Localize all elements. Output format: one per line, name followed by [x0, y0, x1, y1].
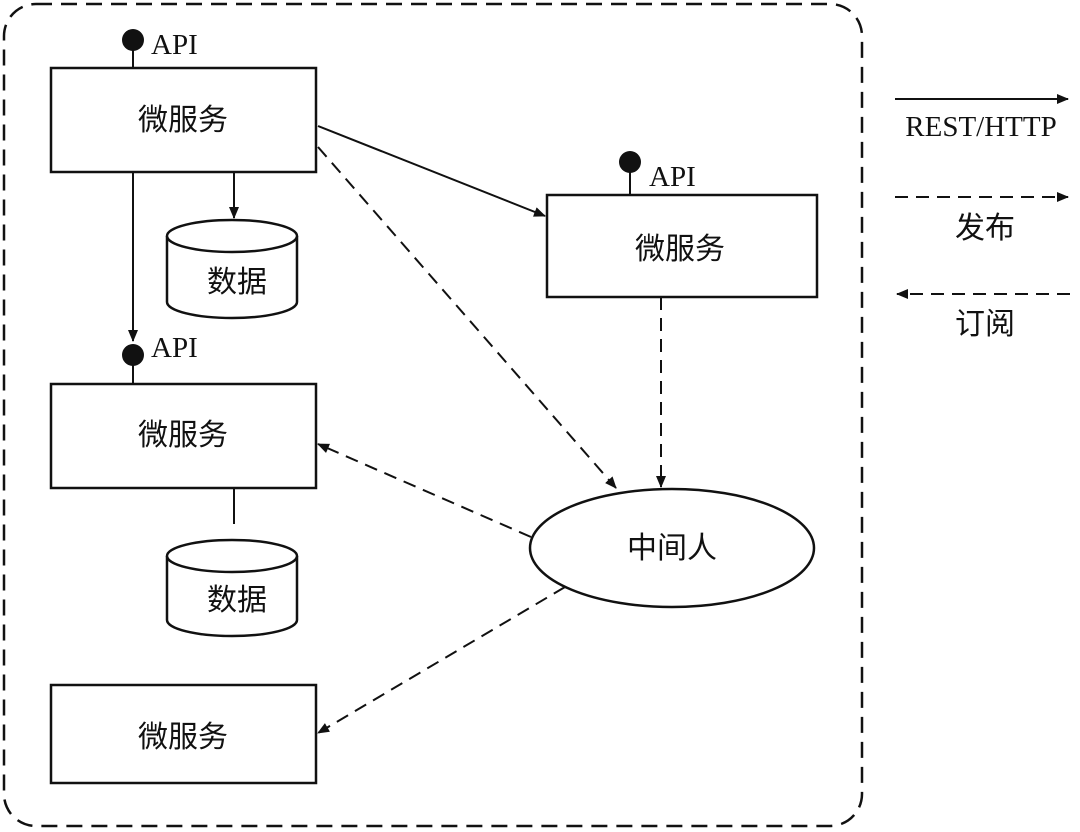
- microservice-4: 微服务: [49, 683, 318, 785]
- system-boundary: [2, 2, 864, 828]
- service-label: 微服务: [138, 720, 228, 755]
- database-label: 数据: [207, 265, 267, 300]
- microservice-1: API 微服务: [49, 29, 318, 174]
- database-label: 数据: [207, 583, 267, 618]
- database-1: 数据: [165, 218, 299, 320]
- legend-publish-label: 发布: [955, 211, 1015, 246]
- broker-ellipse: [528, 487, 816, 609]
- service-label: 微服务: [635, 232, 725, 267]
- service-box: [49, 382, 318, 490]
- service-box: [545, 193, 819, 299]
- database-cylinder-body: [165, 556, 299, 638]
- api-endpoint-icon: [619, 151, 641, 173]
- api-label: API: [151, 29, 198, 61]
- api-label: API: [649, 161, 696, 193]
- broker: 中间人: [528, 487, 816, 609]
- legend-rest-label: REST/HTTP: [905, 111, 1056, 143]
- database-cylinder-top: [165, 218, 299, 254]
- service-label: 微服务: [138, 418, 228, 453]
- microservice-2: API 微服务: [545, 151, 819, 299]
- subscribe-arrow-broker-to-service4: [317, 586, 566, 734]
- service-box: [49, 683, 318, 785]
- api-endpoint-icon: [122, 29, 144, 51]
- api-endpoint-icon: [122, 344, 144, 366]
- legend-subscribe-label: 订阅: [955, 307, 1015, 342]
- legend: REST/HTTP 发布 订阅: [895, 94, 1070, 342]
- service-label: 微服务: [138, 103, 228, 138]
- service-box: [49, 66, 318, 174]
- publish-arrow-service1-to-broker: [317, 146, 617, 489]
- database-cylinder-top: [165, 538, 299, 574]
- rest-arrow-service1-to-service2: [317, 125, 546, 217]
- subscribe-arrow-broker-to-service3: [317, 443, 532, 538]
- broker-label: 中间人: [627, 531, 717, 566]
- microservice-3: API 微服务: [49, 332, 318, 490]
- api-label: API: [151, 332, 198, 364]
- database-cylinder-body: [165, 236, 299, 320]
- database-2: 数据: [165, 488, 299, 638]
